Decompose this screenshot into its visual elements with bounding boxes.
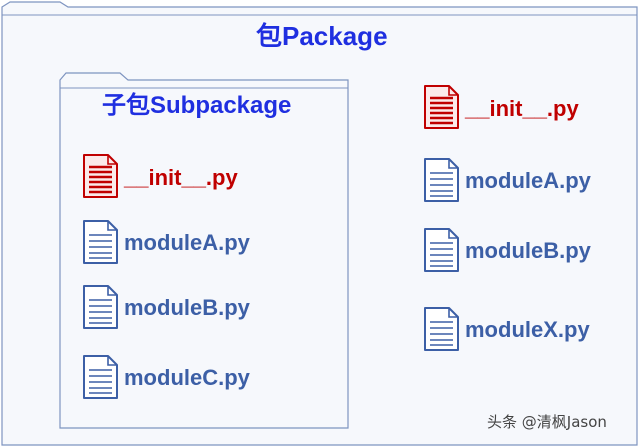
file-name: moduleA.py [465,168,591,193]
package-title: 包Package [256,21,388,51]
file-name: moduleX.py [465,317,590,342]
file-name: __init__.py [465,96,579,121]
blue-document-icon [83,355,118,399]
file-name: moduleA.py [124,230,250,255]
file-name: moduleB.py [124,295,250,320]
file-name: moduleB.py [465,238,591,263]
blue-document-icon [424,307,459,351]
blue-document-icon [83,220,118,264]
watermark: 头条 @清枫Jason [487,413,607,431]
blue-document-icon [424,228,459,272]
red-document-icon [424,85,459,129]
file-name: __init__.py [124,165,238,190]
blue-document-icon [83,285,118,329]
blue-document-icon [424,158,459,202]
red-document-icon [83,154,118,198]
subpackage-folder-frame [59,72,349,429]
file-name: moduleC.py [124,365,250,390]
subpackage-title: 子包Subpackage [102,92,292,119]
